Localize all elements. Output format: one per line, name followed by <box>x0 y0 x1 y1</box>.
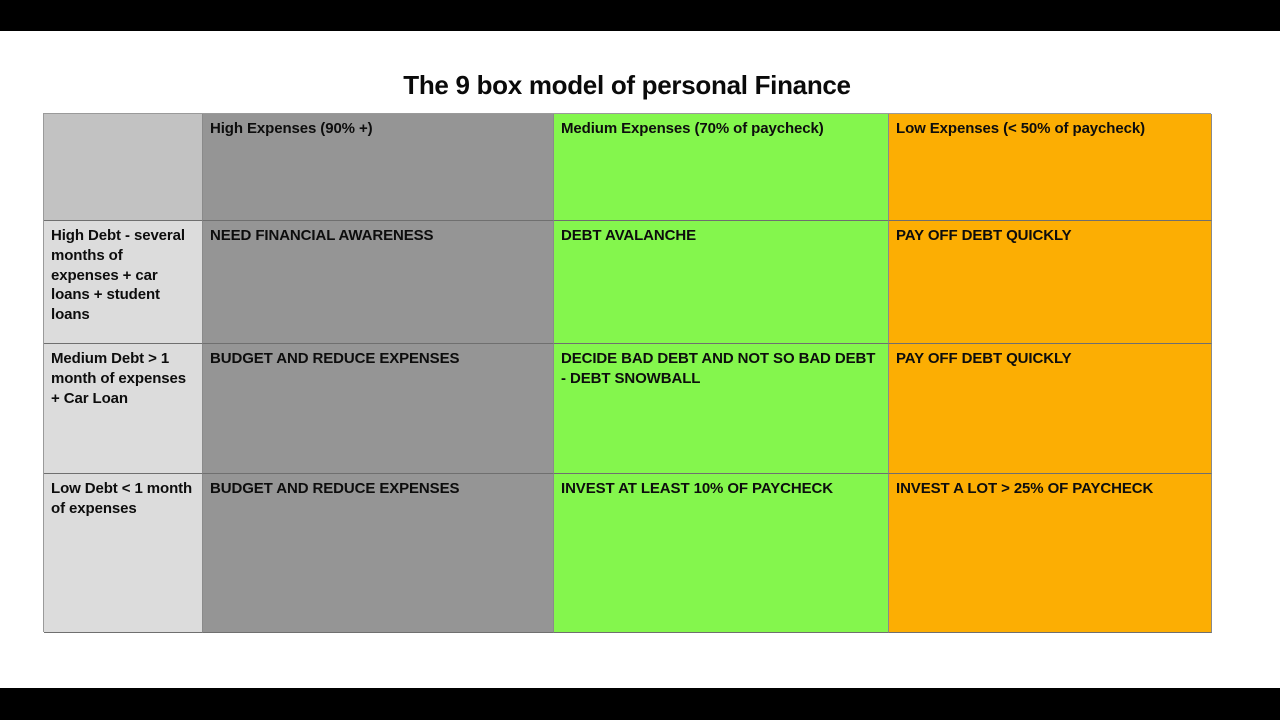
letterbox-bottom-bar <box>0 688 1280 720</box>
column-header-medium-expenses: Medium Expenses (70% of paycheck) <box>554 114 889 221</box>
row-header-high-debt: High Debt - several months of expenses +… <box>44 221 203 344</box>
matrix-cell: NEED FINANCIAL AWARENESS <box>203 221 554 344</box>
matrix-corner-cell <box>44 114 203 221</box>
matrix-cell: BUDGET AND REDUCE EXPENSES <box>203 344 554 474</box>
page-title: The 9 box model of personal Finance <box>403 70 851 100</box>
matrix-cell: INVEST A LOT > 25% OF PAYCHECK <box>889 474 1212 633</box>
matrix-cell: DEBT AVALANCHE <box>554 221 889 344</box>
matrix-cell: BUDGET AND REDUCE EXPENSES <box>203 474 554 633</box>
matrix-cell: INVEST AT LEAST 10% OF PAYCHECK <box>554 474 889 633</box>
column-header-low-expenses: Low Expenses (< 50% of paycheck) <box>889 114 1212 221</box>
nine-box-matrix: High Expenses (90% +) Medium Expenses (7… <box>43 113 1212 633</box>
matrix-cell: PAY OFF DEBT QUICKLY <box>889 344 1212 474</box>
matrix-cell: PAY OFF DEBT QUICKLY <box>889 221 1212 344</box>
matrix-cell: DECIDE BAD DEBT AND NOT SO BAD DEBT - DE… <box>554 344 889 474</box>
letterbox-top-bar <box>0 0 1280 31</box>
row-header-medium-debt: Medium Debt > 1 month of expenses + Car … <box>44 344 203 474</box>
column-header-high-expenses: High Expenses (90% +) <box>203 114 554 221</box>
row-header-low-debt: Low Debt < 1 month of expenses <box>44 474 203 633</box>
